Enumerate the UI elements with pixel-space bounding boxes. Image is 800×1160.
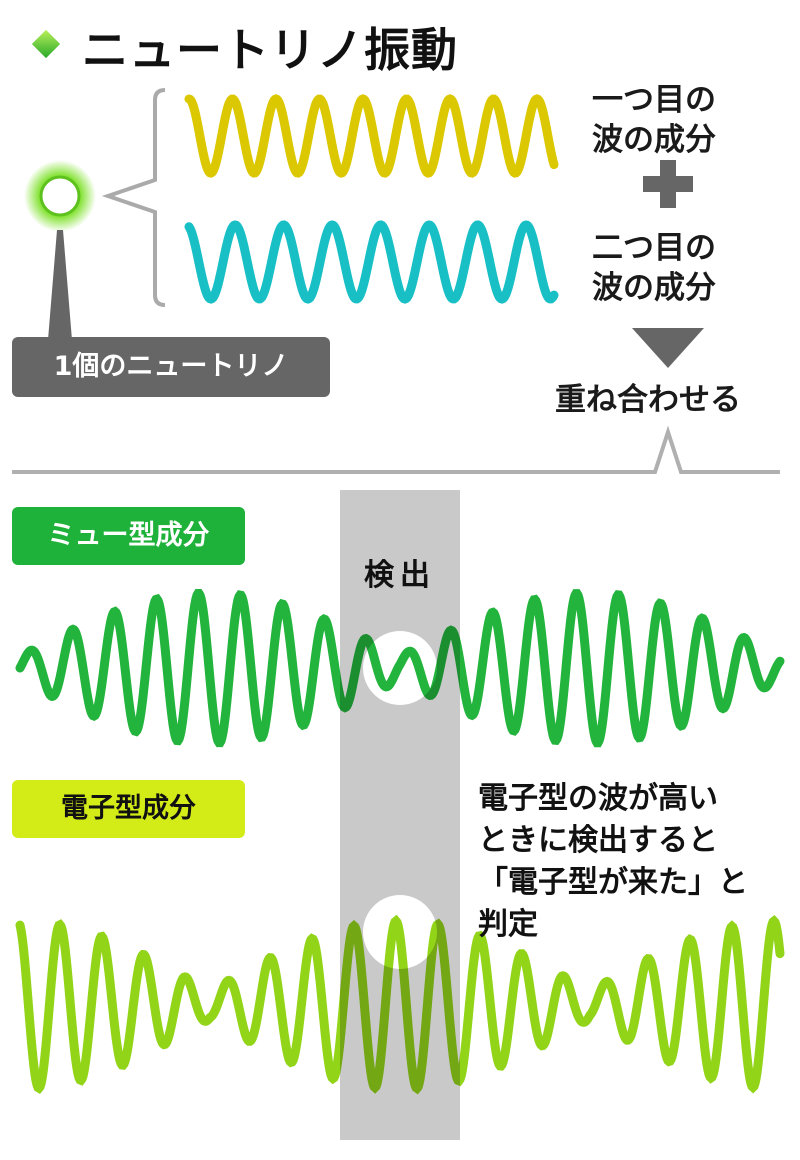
superpose-label: 重ね合わせる bbox=[555, 382, 741, 418]
component2-line: 二つ目の bbox=[592, 230, 716, 266]
electron-component-wave bbox=[15, 914, 785, 1095]
neutrino-pointer bbox=[48, 230, 72, 340]
down-arrow-icon bbox=[632, 328, 704, 368]
detection-band bbox=[340, 490, 460, 1140]
electron-component-tag: 電子型成分 bbox=[12, 780, 245, 838]
component1-label: 一つ目の 波の成分 bbox=[592, 80, 716, 160]
component1-line: 波の成分 bbox=[592, 122, 716, 158]
explanation-note: 電子型の波が高い ときに検出すると 「電子型が来た」と 判定 bbox=[478, 778, 748, 946]
first-wave-component bbox=[184, 94, 559, 178]
neutrino-label: 1個のニュートリノ bbox=[12, 337, 330, 397]
note-line: 判定 bbox=[478, 907, 538, 942]
mu-component-tag: ミュー型成分 bbox=[12, 507, 245, 565]
component2-line: 波の成分 bbox=[592, 270, 716, 306]
divider-line bbox=[12, 425, 780, 474]
bracket bbox=[101, 88, 166, 307]
detection-label: 検出 bbox=[364, 558, 436, 593]
page-title: ニュートリノ振動 bbox=[82, 23, 458, 77]
component2-label: 二つ目の 波の成分 bbox=[592, 228, 716, 308]
mu-component-wave bbox=[15, 589, 785, 748]
component1-line: 一つ目の bbox=[592, 82, 716, 118]
neutrino-icon bbox=[39, 175, 81, 217]
note-line: ときに検出すると bbox=[478, 823, 718, 858]
note-line: 電子型の波が高い bbox=[478, 781, 718, 816]
note-line: 「電子型が来た」と bbox=[478, 865, 748, 900]
second-wave-component bbox=[184, 220, 559, 304]
